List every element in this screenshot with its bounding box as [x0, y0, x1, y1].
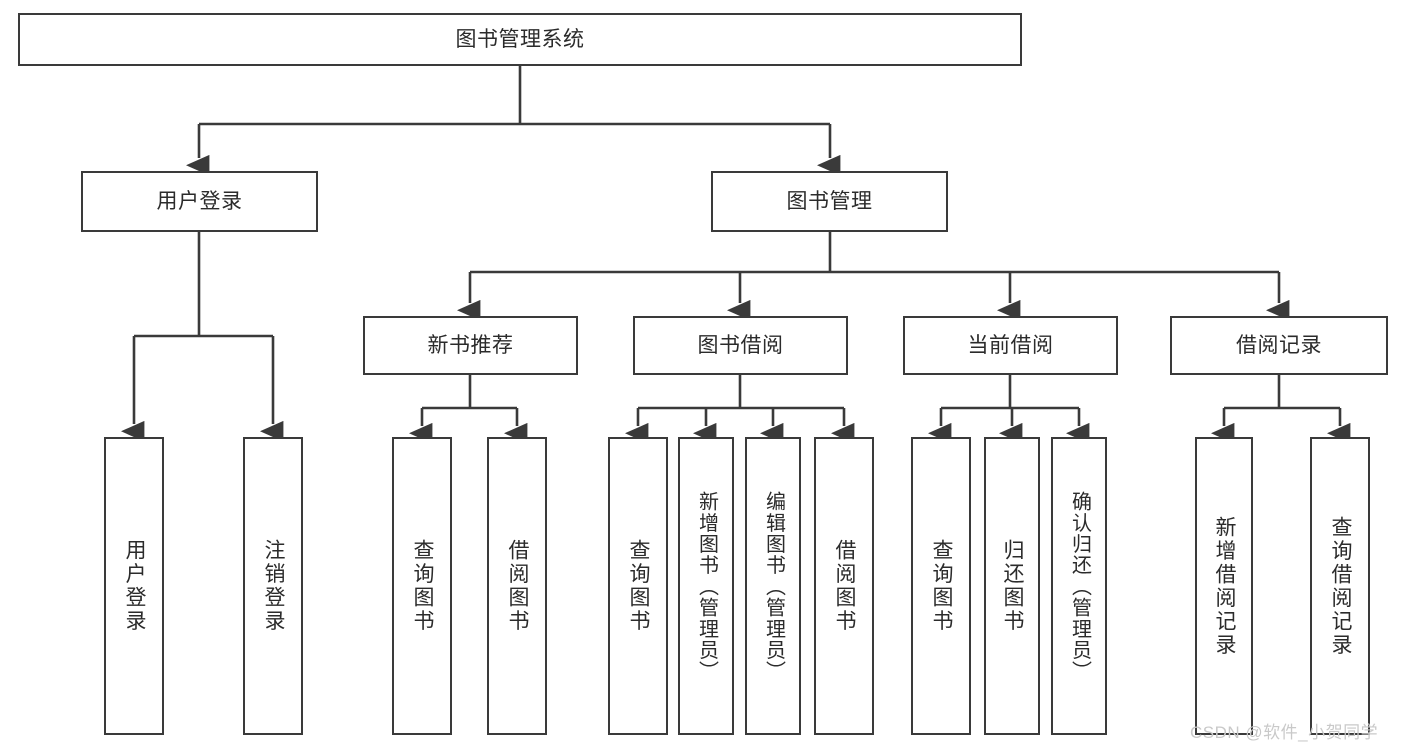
- leaf-borrow-book-label: 借阅图书: [833, 539, 857, 633]
- leaf-logout[interactable]: 注销登录: [243, 437, 303, 735]
- leaf-borrow-book-recommend[interactable]: 借阅图书: [487, 437, 547, 735]
- leaf-confirm-return-admin-label: 确认归还（管理员）: [1068, 490, 1091, 682]
- node-root-label: 图书管理系统: [455, 27, 585, 51]
- leaf-query-book-recommend[interactable]: 查询图书: [392, 437, 452, 735]
- leaf-borrow-book[interactable]: 借阅图书: [814, 437, 874, 735]
- node-new-book-recommend-label: 新书推荐: [427, 333, 514, 357]
- node-user-login[interactable]: 用户登录: [81, 171, 318, 232]
- leaf-query-book-borrow[interactable]: 查询图书: [608, 437, 668, 735]
- leaf-query-book-recommend-label: 查询图书: [411, 539, 435, 633]
- leaf-edit-book-admin[interactable]: 编辑图书（管理员）: [745, 437, 801, 735]
- node-root-system[interactable]: 图书管理系统: [18, 13, 1022, 66]
- leaf-user-login-label: 用户登录: [123, 539, 147, 633]
- leaf-logout-label: 注销登录: [262, 539, 286, 633]
- node-user-login-label: 用户登录: [156, 189, 243, 213]
- leaf-confirm-return-admin[interactable]: 确认归还（管理员）: [1051, 437, 1107, 735]
- node-current-borrow[interactable]: 当前借阅: [903, 316, 1118, 375]
- leaf-query-borrow-record[interactable]: 查询借阅记录: [1310, 437, 1370, 735]
- leaf-borrow-book-recommend-label: 借阅图书: [506, 539, 530, 633]
- node-book-borrow-label: 图书借阅: [697, 333, 784, 357]
- leaf-add-borrow-record[interactable]: 新增借阅记录: [1195, 437, 1253, 735]
- leaf-query-book-current[interactable]: 查询图书: [911, 437, 971, 735]
- node-new-book-recommend[interactable]: 新书推荐: [363, 316, 578, 375]
- leaf-user-login[interactable]: 用户登录: [104, 437, 164, 735]
- leaf-return-book[interactable]: 归还图书: [984, 437, 1040, 735]
- leaf-add-borrow-record-label: 新增借阅记录: [1213, 515, 1237, 657]
- leaf-add-book-admin[interactable]: 新增图书（管理员）: [678, 437, 734, 735]
- leaf-query-book-borrow-label: 查询图书: [627, 539, 651, 633]
- leaf-add-book-admin-label: 新增图书（管理员）: [695, 490, 718, 682]
- leaf-query-book-current-label: 查询图书: [930, 539, 954, 633]
- node-current-borrow-label: 当前借阅: [967, 333, 1054, 357]
- node-book-borrow[interactable]: 图书借阅: [633, 316, 848, 375]
- leaf-edit-book-admin-label: 编辑图书（管理员）: [762, 490, 785, 682]
- node-borrow-record[interactable]: 借阅记录: [1170, 316, 1388, 375]
- node-book-management[interactable]: 图书管理: [711, 171, 948, 232]
- leaf-query-borrow-record-label: 查询借阅记录: [1329, 515, 1353, 657]
- leaf-return-book-label: 归还图书: [1001, 539, 1025, 633]
- node-book-management-label: 图书管理: [786, 189, 873, 213]
- node-borrow-record-label: 借阅记录: [1236, 333, 1322, 357]
